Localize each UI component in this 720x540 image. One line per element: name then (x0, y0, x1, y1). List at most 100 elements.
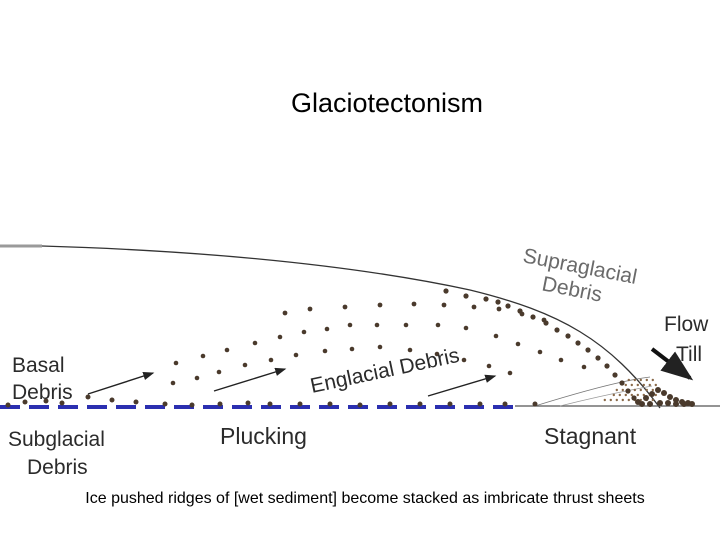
till-dot (627, 378, 630, 382)
till-dot (651, 388, 654, 392)
plucking-label: Plucking (220, 423, 307, 449)
debris-dot (200, 353, 206, 359)
debris-dot (604, 363, 610, 369)
englacial-label: Englacial Debris (308, 344, 461, 398)
debris-dot (297, 401, 303, 407)
debris-dot (109, 397, 115, 403)
till-dot (612, 393, 615, 397)
debris-dot (217, 401, 223, 407)
till-dot (645, 388, 648, 392)
debris-dot (496, 306, 502, 312)
debris-dot (301, 329, 307, 335)
basal-debris-label: Debris (12, 381, 73, 404)
debris-dot (441, 302, 447, 308)
debris-dot (59, 400, 65, 406)
debris-dot (661, 390, 667, 396)
debris-dot (411, 301, 417, 307)
till-dot (618, 393, 621, 397)
till-dot (648, 383, 651, 387)
debris-dot (505, 303, 511, 309)
debris-dot (502, 401, 508, 407)
ice-surface-line (41, 245, 661, 409)
flow-arrow-2 (213, 367, 287, 392)
page-title: Glaciotectonism (290, 88, 484, 118)
till-dot (630, 383, 633, 387)
debris-dot (327, 401, 333, 407)
debris-dot (665, 400, 671, 406)
debris-dot (252, 340, 258, 346)
till-label: Till (676, 343, 702, 366)
till-dot (630, 393, 633, 397)
debris-dot (619, 380, 625, 386)
till-dot (654, 383, 657, 387)
terminal-debris-pile (635, 387, 695, 407)
debris-dot (507, 370, 513, 376)
debris-dot (625, 388, 631, 394)
debris-dot (133, 399, 139, 405)
debris-dot (349, 346, 355, 352)
englacial-debris-text: Englacial Debris (308, 344, 461, 398)
debris-dot (357, 402, 363, 408)
till-dot (633, 378, 636, 382)
debris-dot (43, 398, 49, 404)
debris-dot (194, 375, 200, 381)
debris-dot (447, 401, 453, 407)
debris-dot (519, 311, 525, 317)
till-dot (654, 393, 657, 397)
debris-dot (639, 401, 645, 407)
debris-dot (162, 401, 168, 407)
till-dot (624, 383, 627, 387)
debris-dot (216, 369, 222, 375)
debris-dot (495, 299, 501, 305)
debris-dot (565, 333, 571, 339)
debris-dot (673, 401, 679, 407)
till-dot (621, 388, 624, 392)
debris-dot (689, 401, 695, 407)
debris-dot (483, 296, 489, 302)
englacial-debris-dots-lower (170, 344, 513, 386)
debris-dot (643, 395, 649, 401)
debris-dot (471, 304, 477, 310)
till-dot (651, 378, 654, 382)
debris-dot (268, 357, 274, 363)
debris-dot (347, 322, 353, 328)
supraglacial-label: Supraglacial Debris (521, 244, 639, 306)
flow-arrow-1 (87, 372, 155, 395)
debris-dot (631, 395, 637, 401)
debris-dot (461, 357, 467, 363)
till-dot (642, 383, 645, 387)
till-dot (639, 378, 642, 382)
debris-dot (515, 341, 521, 347)
till-dot (627, 398, 630, 402)
flow-till-arrow (650, 347, 694, 381)
debris-dot (377, 344, 383, 350)
debris-dot (532, 401, 538, 407)
till-dot (603, 398, 606, 402)
debris-dot (558, 357, 564, 363)
till-dot (633, 388, 636, 392)
debris-dot (463, 325, 469, 331)
debris-dot (407, 347, 413, 353)
till-dot (636, 383, 639, 387)
debris-dot (85, 394, 91, 400)
flow-arrow-3 (427, 374, 497, 397)
debris-dot (581, 364, 587, 370)
debris-dot (242, 362, 248, 368)
subglacial-debris-label: Debris (27, 456, 88, 479)
debris-dot (530, 314, 536, 320)
debris-dot (541, 317, 547, 323)
debris-dot (267, 401, 273, 407)
basal-label: Basal (12, 354, 65, 377)
debris-dot (377, 302, 383, 308)
debris-dot (322, 348, 328, 354)
till-dot (636, 393, 639, 397)
debris-dot (657, 400, 663, 406)
supraglacial-debris-dots (443, 288, 637, 401)
debris-dot (554, 327, 560, 333)
till-dot (609, 398, 612, 402)
subglacial-label: Subglacial (8, 428, 105, 451)
stagnant-label: Stagnant (544, 423, 637, 449)
debris-dot (245, 400, 251, 406)
debris-dot (443, 288, 449, 294)
